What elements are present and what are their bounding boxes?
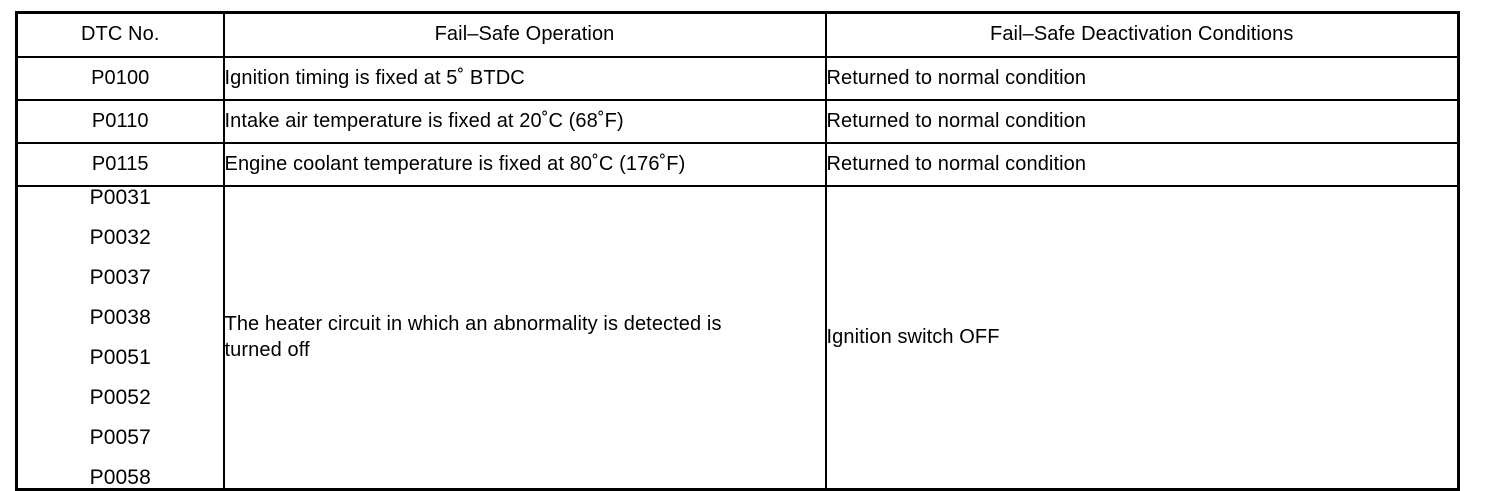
table-row: P0100 Ignition timing is fixed at 5˚ BTD… <box>15 56 1460 101</box>
cell-dtc-no: P0100 <box>15 56 225 101</box>
cell-deactivation-condition: Ignition switch OFF <box>824 185 1460 491</box>
cell-deactivation-condition: Returned to normal condition <box>824 99 1460 144</box>
dtc-code: P0052 <box>89 386 151 409</box>
operation-line-2: turned off <box>224 338 310 361</box>
dtc-code: P0038 <box>89 306 151 329</box>
cell-dtc-no: P0110 <box>15 99 225 144</box>
cell-dtc-no-list: P0031 P0032 P0037 P0038 P0051 P0052 P005… <box>15 185 225 491</box>
operation-line-1: The heater circuit in which an abnormali… <box>224 312 722 335</box>
column-header-fail-safe-operation: Fail–Safe Operation <box>222 11 827 58</box>
cell-fail-safe-operation: Intake air temperature is fixed at 20˚C … <box>222 99 827 144</box>
fail-safe-dtc-table: DTC No. Fail–Safe Operation Fail–Safe De… <box>15 11 1460 491</box>
table-header: DTC No. Fail–Safe Operation Fail–Safe De… <box>15 11 1460 58</box>
cell-dtc-no: P0115 <box>15 142 225 187</box>
dtc-code: P0032 <box>89 226 151 249</box>
table-row: P0110 Intake air temperature is fixed at… <box>15 99 1460 144</box>
table-row: P0115 Engine coolant temperature is fixe… <box>15 142 1460 187</box>
table-header-row: DTC No. Fail–Safe Operation Fail–Safe De… <box>15 11 1460 58</box>
cell-fail-safe-operation: The heater circuit in which an abnormali… <box>222 185 827 491</box>
cell-deactivation-condition: Returned to normal condition <box>824 56 1460 101</box>
document-page: DTC No. Fail–Safe Operation Fail–Safe De… <box>15 11 1460 491</box>
dtc-code: P0058 <box>89 466 151 489</box>
table-row-grouped: P0031 P0032 P0037 P0038 P0051 P0052 P005… <box>15 185 1460 491</box>
table-body: P0100 Ignition timing is fixed at 5˚ BTD… <box>15 56 1460 491</box>
dtc-code: P0037 <box>89 266 151 289</box>
cell-fail-safe-operation: Engine coolant temperature is fixed at 8… <box>222 142 827 187</box>
dtc-code: P0031 <box>89 186 151 209</box>
column-header-dtc-no: DTC No. <box>15 11 225 58</box>
dtc-code: P0051 <box>89 346 151 369</box>
column-header-fail-safe-deactivation-conditions: Fail–Safe Deactivation Conditions <box>824 11 1460 58</box>
dtc-code: P0057 <box>89 426 151 449</box>
cell-fail-safe-operation: Ignition timing is fixed at 5˚ BTDC <box>222 56 827 101</box>
cell-deactivation-condition: Returned to normal condition <box>824 142 1460 187</box>
